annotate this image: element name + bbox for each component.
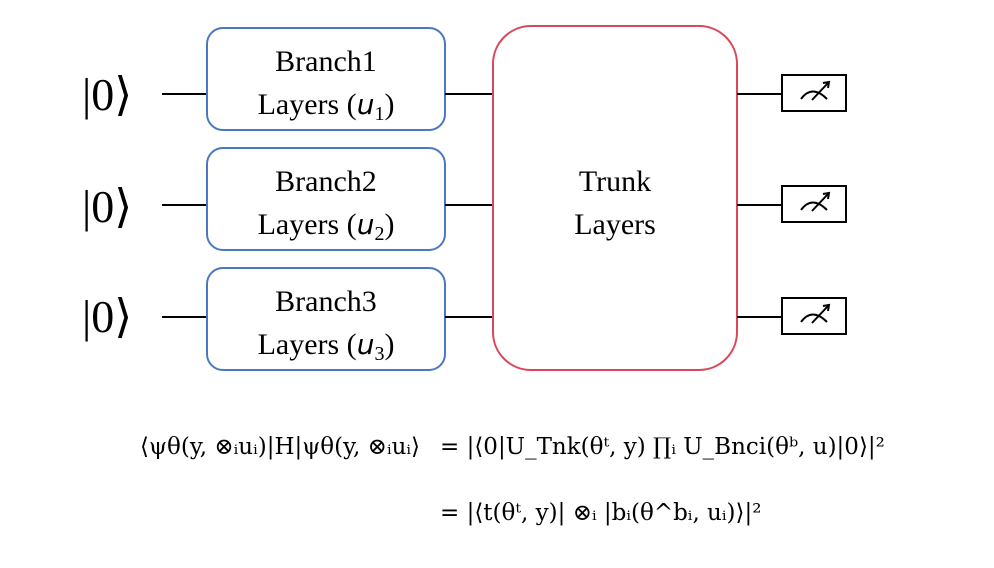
branch-box-3 xyxy=(206,267,446,371)
branch-title-1: Branch1 xyxy=(275,45,377,78)
qubit-ket-2: |0⟩ xyxy=(82,181,132,232)
branch-box-2 xyxy=(206,147,446,251)
measurement-meter-3 xyxy=(781,297,847,335)
qubit-ket-3: |0⟩ xyxy=(82,291,132,342)
meter-icon xyxy=(800,80,831,101)
equation-rhs-line1: = |⟨0|U_Tnk(θᵗ, y) ∏ᵢ U_Bnci(θᵇ, u)|0⟩|² xyxy=(440,434,885,460)
measurement-meter-2 xyxy=(781,185,847,223)
equation-lhs: ⟨ψθ(y, ⊗ᵢuᵢ)|H|ψθ(y, ⊗ᵢuᵢ⟩ xyxy=(140,434,420,460)
meter-icon xyxy=(800,191,831,212)
branch-layers-label-3: Layers (u3) xyxy=(258,328,395,365)
trunk-title: Trunk xyxy=(579,165,651,198)
branch-layers-label-1: Layers (u1) xyxy=(258,88,395,125)
branch-title-3: Branch3 xyxy=(275,285,377,318)
trunk-layers-label: Layers xyxy=(574,208,656,241)
branch-box-1 xyxy=(206,27,446,131)
trunk-box xyxy=(492,25,738,371)
measurement-meter-1 xyxy=(781,74,847,112)
meter-icon xyxy=(800,303,831,324)
branch-layers-label-2: Layers (u2) xyxy=(258,208,395,245)
qubit-ket-1: |0⟩ xyxy=(82,69,132,120)
equation-rhs-line2: = |⟨t(θᵗ, y)| ⊗ᵢ |bᵢ(θ^bᵢ, uᵢ)⟩|² xyxy=(440,500,762,526)
branch-title-2: Branch2 xyxy=(275,165,377,198)
